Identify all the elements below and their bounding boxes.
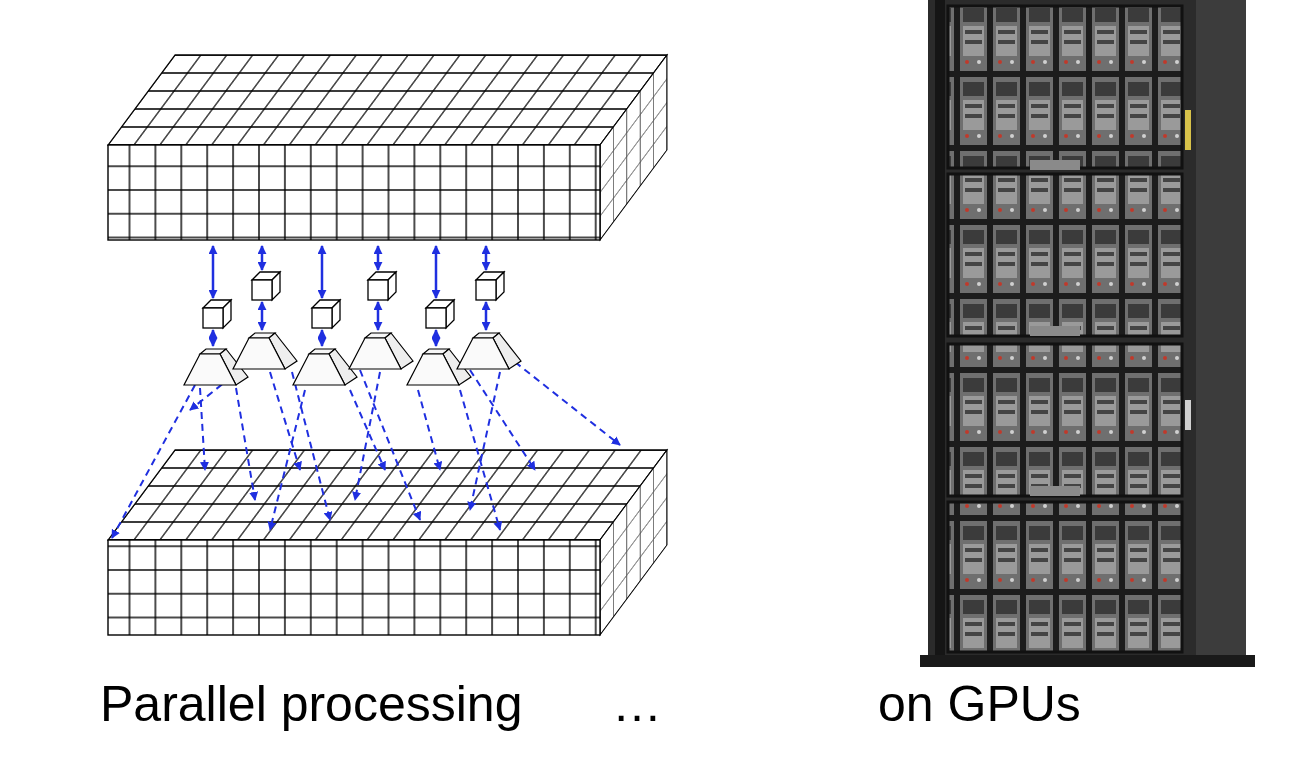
filter-frustum: [233, 333, 297, 369]
filter-frustum: [457, 333, 521, 369]
unit-cubes: [203, 272, 504, 328]
unit-cube: [476, 272, 504, 300]
arrow: [261, 246, 264, 270]
arrow: [212, 330, 215, 346]
arrow: [418, 390, 440, 470]
arrow: [236, 388, 255, 500]
filter-frustum: [349, 333, 413, 369]
unit-cube: [252, 272, 280, 300]
grid-front-face: [108, 145, 600, 240]
arrow: [435, 330, 438, 346]
arrow: [292, 372, 330, 520]
grid-top-face: [108, 450, 667, 540]
blade-enclosure: [948, 174, 1182, 336]
arrow: [350, 390, 385, 470]
arrow: [485, 302, 488, 330]
caption-text: Parallel processing: [100, 676, 522, 734]
rack-panel: [1030, 486, 1080, 496]
unit-cube: [368, 272, 396, 300]
ellipsis-text: …: [612, 676, 662, 734]
rack-side: [1196, 0, 1246, 665]
arrow: [377, 246, 380, 270]
filters: [184, 333, 521, 385]
arrow: [377, 302, 380, 330]
arrow: [212, 246, 215, 298]
arrow: [470, 372, 500, 510]
blade-enclosure: [948, 502, 1182, 652]
grid-front-face: [108, 540, 600, 635]
arrow: [485, 246, 488, 270]
arrow: [321, 330, 324, 346]
dashed-arrows: [112, 362, 620, 538]
server-rack: [920, 0, 1255, 667]
arrow: [435, 246, 438, 298]
filter-frustum: [293, 349, 357, 385]
arrow: [112, 385, 195, 538]
rack-cabinet: [928, 0, 1246, 665]
rack-panel: [1030, 160, 1080, 170]
arrow: [360, 370, 420, 520]
arrow: [261, 302, 264, 330]
unit-cube: [426, 300, 454, 328]
blade-enclosure: [948, 344, 1182, 496]
rack-latch: [1185, 400, 1191, 430]
top-feature-map: [108, 55, 667, 240]
grid-side-face: [600, 55, 667, 240]
unit-cube: [312, 300, 340, 328]
rack-frame: [935, 0, 945, 660]
rack-base: [920, 655, 1255, 667]
arrow: [355, 372, 380, 500]
caption-text: on GPUs: [878, 676, 1081, 734]
solid-arrows: [213, 246, 486, 346]
bottom-feature-map: [108, 450, 667, 635]
rack-latch: [1185, 110, 1191, 150]
blade-enclosure: [948, 6, 1182, 168]
unit-cube: [203, 300, 231, 328]
grid-side-face: [600, 450, 667, 635]
grid-top-face: [108, 55, 667, 145]
arrow: [515, 362, 620, 445]
arrow: [321, 246, 324, 298]
rack-panel: [1030, 326, 1080, 336]
arrow: [470, 370, 535, 470]
arrow: [270, 390, 305, 530]
